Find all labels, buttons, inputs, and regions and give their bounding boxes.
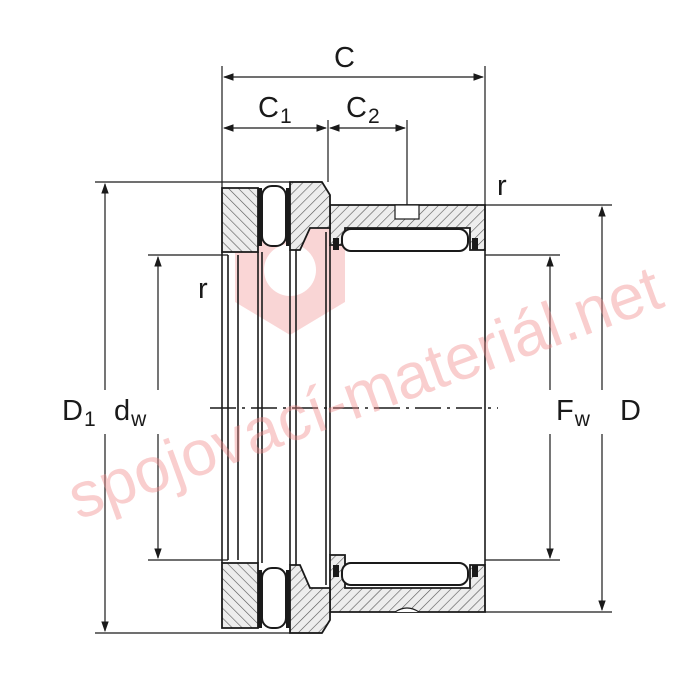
dimension-label-c2: C2 [346, 92, 380, 128]
needle-roller-top [341, 228, 469, 252]
seal-bottom [333, 565, 339, 577]
lubrication-groove [394, 204, 420, 220]
dimension-label-fw: Fw [556, 395, 591, 431]
seal-top [333, 238, 339, 250]
radius-label-left: r [198, 273, 208, 305]
dimension-label-dw: dw [114, 395, 147, 431]
dimension-label-c1: C1 [258, 92, 292, 128]
dimension-label-c: C [334, 42, 355, 74]
dimension-label-d1: D1 [62, 395, 96, 431]
radius-label-top: r [497, 170, 507, 202]
thrust-washer-top [221, 181, 331, 253]
thrust-roller-bottom [261, 567, 287, 629]
thrust-washer-bottom [221, 562, 331, 634]
dimension-label-d: D [620, 395, 641, 427]
dimension-lines [95, 66, 612, 634]
needle-roller-bottom [341, 562, 469, 586]
thrust-roller-top [261, 185, 287, 247]
